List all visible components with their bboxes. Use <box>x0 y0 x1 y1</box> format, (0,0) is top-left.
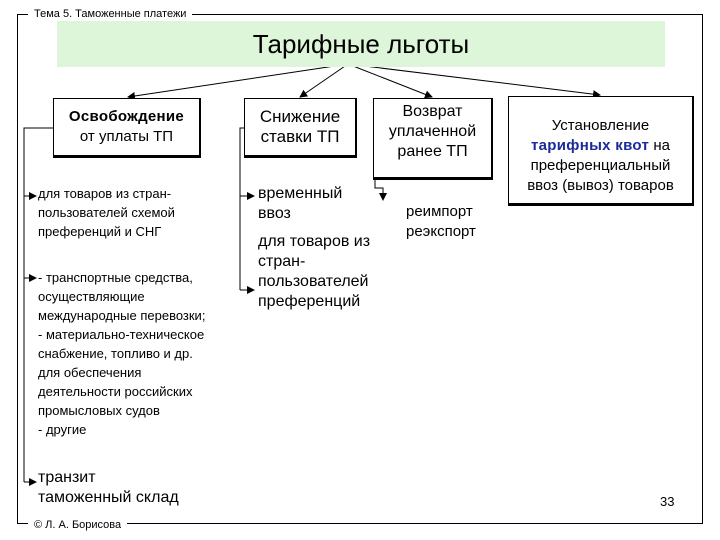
reduction-box: Снижение ставки ТП <box>244 98 357 158</box>
quota-line2: тарифных квот на <box>509 136 692 156</box>
quota-line4: ввоз (вывоз) товаров <box>527 177 674 194</box>
quota-title: Установление <box>551 117 650 134</box>
topic-label: Тема 5. Таможенные платежи <box>28 7 193 21</box>
reduction-item-2: для товаров из стран- пользователей преф… <box>258 233 371 310</box>
quota-box: Установление тарифных квот на преференци… <box>508 96 694 206</box>
exemption-item-3: транзит таможенный склад <box>38 469 179 506</box>
exemption-box: Освобождение от уплаты ТП <box>53 98 201 158</box>
arrow-to-exemption <box>127 63 349 100</box>
exemption-item-2: - транспортные средства, осуществляющие … <box>38 270 206 437</box>
quota-line2-rest: на <box>649 137 670 154</box>
arrow-to-quota <box>347 63 601 99</box>
reduction-subtitle: ставки ТП <box>260 127 340 146</box>
refund-items: реимпорт реэкспорт <box>406 203 476 240</box>
exemption-subtitle: от уплаты ТП <box>79 128 174 145</box>
refund-line3: ранее ТП <box>397 143 468 160</box>
reduction-bracket <box>239 127 244 290</box>
page-title: Тарифные льготы <box>252 28 470 59</box>
exemption-bracket <box>23 127 53 482</box>
refund-line2: уплаченной <box>388 123 477 140</box>
refund-box: Возврат уплаченной ранее ТП <box>373 98 493 180</box>
page-number: 33 <box>660 494 675 509</box>
refund-connector <box>374 180 387 201</box>
quota-line3: преференциальный <box>530 157 671 174</box>
footer-copyright: © Л. А. Борисова <box>28 518 128 532</box>
title-banner: Тарифные льготы <box>57 21 665 67</box>
exemption-item-1: для товаров из стран- пользователей схем… <box>38 186 175 239</box>
reduction-item-1: временный ввоз <box>258 185 343 222</box>
exemption-title: Освобождение <box>68 108 185 125</box>
slide-frame <box>17 14 703 524</box>
refund-title: Возврат <box>402 103 463 120</box>
arrow-to-refund <box>347 63 433 99</box>
arrow-to-reduction <box>299 63 349 98</box>
reduction-title: Снижение <box>259 107 341 126</box>
quota-highlight: тарифных квот <box>531 137 650 154</box>
